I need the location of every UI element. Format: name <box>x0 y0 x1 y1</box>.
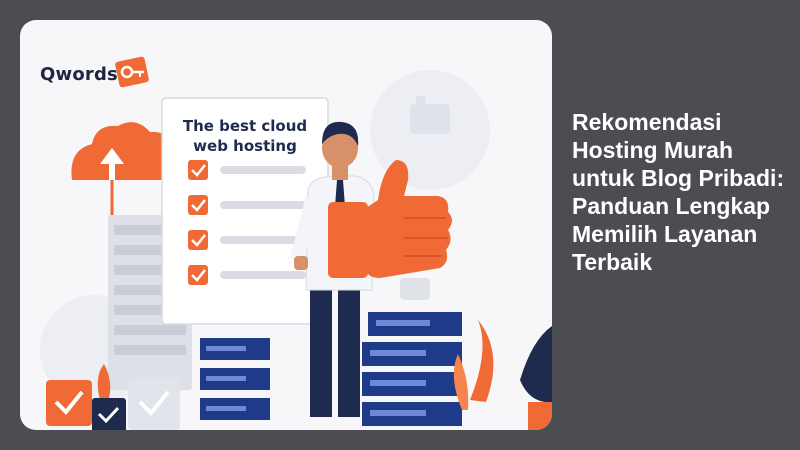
thumbs-up-icon <box>400 96 450 300</box>
checkbox-icon <box>188 195 208 215</box>
brand-logo-text: Qwords <box>40 64 118 85</box>
hosting-illustration <box>40 70 552 430</box>
checkbox-icon <box>188 265 208 285</box>
checkbox-icon <box>92 398 126 430</box>
thumbs-up-icon <box>328 160 452 278</box>
checkbox-icon <box>46 380 92 426</box>
checkbox-icon <box>128 378 180 430</box>
panel-heading: The best cloud web hosting <box>182 117 308 155</box>
checkbox-icon <box>188 230 208 250</box>
server-rack-icon <box>200 312 462 426</box>
key-icon <box>115 56 149 88</box>
checkbox-icon <box>188 160 208 180</box>
plant-decoration <box>97 320 552 430</box>
hero-image-card: Qwords The best cloud web hosting <box>20 20 552 430</box>
article-title: Rekomendasi Hosting Murah untuk Blog Pri… <box>572 109 785 275</box>
cloud-upload-icon <box>71 122 175 240</box>
